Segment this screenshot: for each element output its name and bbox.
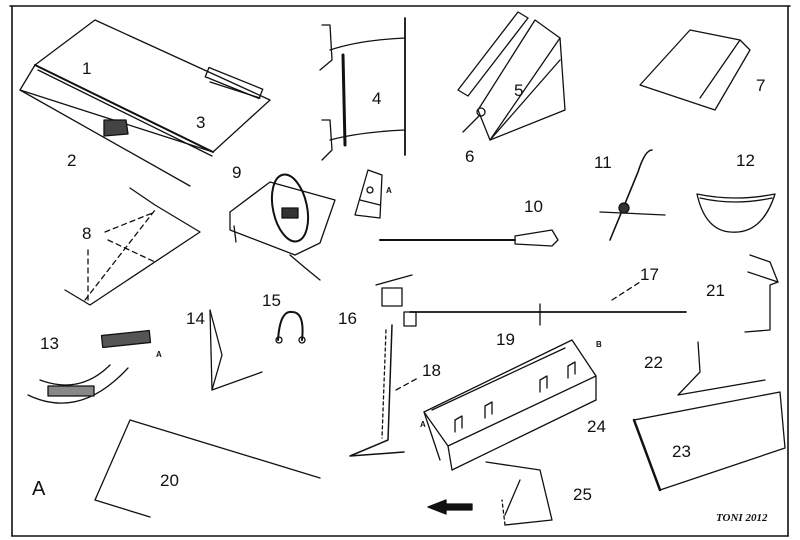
sub-label-a-9: A <box>386 186 392 195</box>
part-8-plate <box>65 188 200 305</box>
part-16-frame <box>350 275 686 456</box>
part-label-10: 10 <box>524 197 543 216</box>
part-25-sheet <box>486 462 552 525</box>
part-11-lever <box>600 150 665 240</box>
part-label-3: 3 <box>196 113 206 132</box>
part-label-13: 13 <box>40 334 59 353</box>
part-label-4: 4 <box>372 89 382 108</box>
part-24-trough <box>424 340 596 470</box>
part-12-shield <box>697 194 775 232</box>
part-14-bracket <box>210 310 262 390</box>
part-7-sheet <box>640 30 750 110</box>
part-1-panel <box>20 20 270 186</box>
part-label-21: 21 <box>706 281 725 300</box>
sub-label-b-24: B <box>596 340 602 349</box>
part-label-12: 12 <box>736 151 755 170</box>
part-label-2: 2 <box>67 151 77 170</box>
part-label-15: 15 <box>262 291 281 310</box>
part-label-24: 24 <box>587 417 606 436</box>
part-15-clip <box>276 312 305 343</box>
part-label-25: 25 <box>573 485 592 504</box>
sub-label-a-24: A <box>420 420 426 429</box>
part-label-16: 16 <box>338 309 357 328</box>
part-21-upright <box>745 255 778 332</box>
sheet-letter: A <box>32 478 46 500</box>
part-label-23: 23 <box>672 442 691 461</box>
part-5-channels <box>458 12 565 140</box>
part-10-rod <box>380 230 558 246</box>
sheet-frame <box>10 6 790 536</box>
part-label-22: 22 <box>644 353 663 372</box>
part-label-6: 6 <box>465 147 475 166</box>
part-4-brackets <box>320 18 405 160</box>
part-label-1: 1 <box>82 59 92 78</box>
signature: TONI 2012 <box>716 512 768 524</box>
part-label-7: 7 <box>756 76 766 95</box>
part-13-strip <box>28 331 150 404</box>
part-23-plank <box>634 392 785 490</box>
part-label-5: 5 <box>514 81 524 100</box>
part-label-20: 20 <box>160 471 179 490</box>
part-22-angle <box>678 342 765 395</box>
part-label-8: 8 <box>82 224 92 243</box>
part-20-panel <box>95 420 320 517</box>
part-label-17: 17 <box>640 265 659 284</box>
arrow-left-icon <box>428 500 472 514</box>
part-label-14: 14 <box>186 309 205 328</box>
part-label-18: 18 <box>422 361 441 380</box>
part-9-assembly <box>230 170 382 280</box>
sub-label-a-13: A <box>156 350 162 359</box>
part-label-9: 9 <box>232 163 242 182</box>
part-label-19: 19 <box>496 330 515 349</box>
part-label-11: 11 <box>594 153 612 172</box>
